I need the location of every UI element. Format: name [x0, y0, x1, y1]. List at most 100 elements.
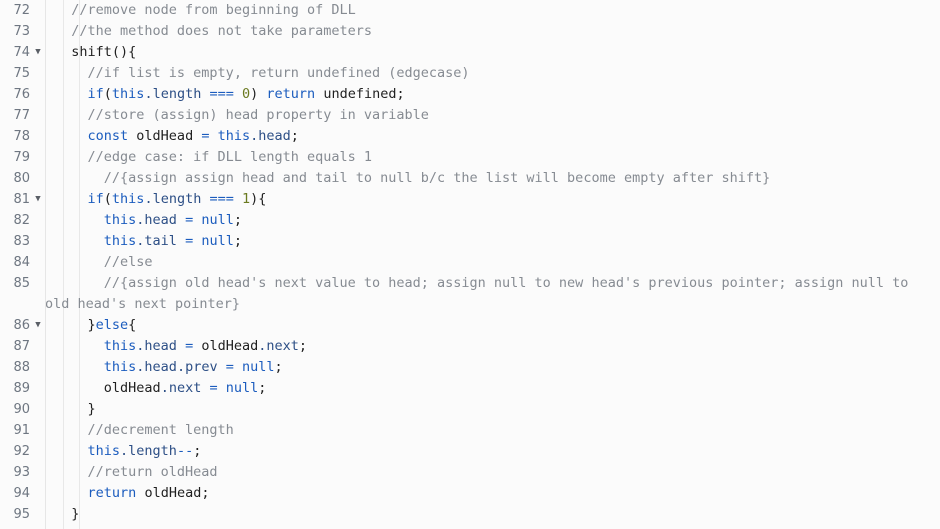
code-line[interactable]: 94 return oldHead;	[0, 483, 940, 504]
code-line[interactable]: 72 //remove node from beginning of DLL	[0, 0, 940, 21]
code-line[interactable]: 90 }	[0, 399, 940, 420]
token-prop: .next	[258, 338, 299, 354]
code-line[interactable]: 80 //{assign assign head and tail to nul…	[0, 168, 940, 189]
token-pun	[55, 275, 104, 291]
line-number: 72	[13, 3, 30, 18]
code-line[interactable]: 85 //{assign old head's next value to he…	[0, 273, 940, 315]
code-text[interactable]: //{assign assign head and tail to null b…	[55, 168, 936, 189]
token-pun	[55, 401, 88, 417]
token-op: ===	[209, 191, 234, 207]
token-pun	[55, 359, 104, 375]
code-text[interactable]: this.tail = null;	[55, 231, 936, 252]
token-kw: return	[266, 86, 316, 102]
token-thisk: this	[103, 212, 137, 228]
token-prop: .head	[136, 359, 177, 375]
code-line[interactable]: 92 this.length--;	[0, 441, 940, 462]
token-pun: ;	[290, 128, 299, 144]
code-line[interactable]: 93 //return oldHead	[0, 462, 940, 483]
code-line[interactable]: 76 if(this.length === 0) return undefine…	[0, 84, 940, 105]
code-text[interactable]: //edge case: if DLL length equals 1	[55, 147, 936, 168]
code-text[interactable]: }else{	[55, 315, 936, 336]
line-number: 73	[13, 24, 30, 39]
code-line[interactable]: 81▼ if(this.length === 1){	[0, 189, 940, 210]
code-text[interactable]: this.length--;	[55, 441, 936, 462]
token-pun: }	[71, 506, 80, 522]
fold-arrow-icon[interactable]: ▼	[35, 194, 41, 204]
line-number: 86	[13, 318, 30, 333]
token-kw: else	[95, 317, 129, 333]
token-pun: )	[250, 86, 267, 102]
token-pun	[55, 128, 88, 144]
token-pun	[218, 359, 226, 375]
token-kw: null	[201, 212, 234, 228]
token-cmt: //if list is empty, return undefined (ed…	[87, 65, 470, 81]
line-number: 77	[13, 108, 30, 123]
code-text[interactable]: //the method does not take parameters	[55, 21, 936, 42]
token-pun	[55, 65, 88, 81]
code-line[interactable]: 86 ▼ }else{	[0, 315, 940, 336]
token-pun	[55, 170, 104, 186]
token-cmt: //{assign old head's next value to head;…	[45, 275, 917, 312]
token-cmt: //decrement length	[87, 422, 234, 438]
code-text[interactable]: this.head = oldHead.next;	[55, 336, 936, 357]
code-line[interactable]: 95 }	[0, 504, 940, 525]
code-text[interactable]: //remove node from beginning of DLL	[55, 0, 936, 21]
line-number: 78	[13, 129, 30, 144]
code-text[interactable]: this.head.prev = null;	[55, 357, 936, 378]
code-text[interactable]: if(this.length === 1){	[55, 189, 936, 210]
code-text[interactable]: //{assign old head's next value to head;…	[45, 273, 936, 315]
token-kw: return	[87, 485, 137, 501]
code-line[interactable]: 88 this.head.prev = null;	[0, 357, 940, 378]
code-line[interactable]: 75 //if list is empty, return undefined …	[0, 63, 940, 84]
code-line[interactable]: 91 //decrement length	[0, 420, 940, 441]
code-text[interactable]: if(this.length === 0) return undefined;	[55, 84, 936, 105]
code-line[interactable]: 74 ▼ shift(){	[0, 42, 940, 63]
line-number: 92	[13, 444, 30, 459]
code-line[interactable]: 84 //else	[0, 252, 940, 273]
code-text[interactable]: //else	[55, 252, 936, 273]
code-line[interactable]: 82 this.head = null;	[0, 210, 940, 231]
code-line[interactable]: 78 const oldHead = this.head;	[0, 126, 940, 147]
code-text[interactable]: }	[55, 504, 936, 525]
token-prop: .head	[250, 128, 291, 144]
token-pun: {	[128, 317, 137, 333]
token-pun	[234, 359, 242, 375]
code-text[interactable]: const oldHead = this.head;	[55, 126, 936, 147]
code-text[interactable]: return oldHead;	[55, 483, 936, 504]
token-op: ===	[209, 86, 234, 102]
token-kw: const	[87, 128, 129, 144]
token-pun: ;	[298, 338, 308, 354]
code-text[interactable]: //decrement length	[55, 420, 936, 441]
code-text[interactable]: shift(){	[55, 42, 936, 63]
fold-arrow-icon[interactable]: ▼	[35, 320, 41, 330]
code-line[interactable]: 77 //store (assign) head property in var…	[0, 105, 940, 126]
code-text[interactable]: //if list is empty, return undefined (ed…	[55, 63, 936, 84]
token-pun	[234, 191, 242, 207]
token-prop: .length	[120, 443, 177, 459]
token-pun: (){	[111, 44, 137, 60]
code-text[interactable]: //store (assign) head property in variab…	[55, 105, 936, 126]
fold-arrow-icon[interactable]: ▼	[35, 47, 41, 57]
line-number: 93	[13, 465, 30, 480]
token-cmt: //the method does not take parameters	[71, 23, 372, 39]
token-cmt: //return oldHead	[87, 464, 218, 480]
token-pun	[55, 422, 88, 438]
code-text[interactable]: }	[55, 399, 936, 420]
token-id: oldHead	[103, 380, 161, 396]
token-op: =	[225, 359, 234, 375]
token-pun	[55, 317, 88, 333]
code-line[interactable]: 89 oldHead.next = null;	[0, 378, 940, 399]
token-pun	[55, 233, 104, 249]
code-text[interactable]: this.head = null;	[55, 210, 936, 231]
code-line[interactable]: 87 this.head = oldHead.next;	[0, 336, 940, 357]
token-pun: ;	[193, 443, 202, 459]
line-number: 74	[13, 45, 30, 60]
line-number: 91	[13, 423, 30, 438]
code-text[interactable]: oldHead.next = null;	[55, 378, 936, 399]
code-line[interactable]: 79 //edge case: if DLL length equals 1	[0, 147, 940, 168]
code-text[interactable]: //return oldHead	[55, 462, 936, 483]
token-thisk: this	[103, 359, 137, 375]
code-line[interactable]: 73 //the method does not take parameters	[0, 21, 940, 42]
code-line[interactable]: 83 this.tail = null;	[0, 231, 940, 252]
